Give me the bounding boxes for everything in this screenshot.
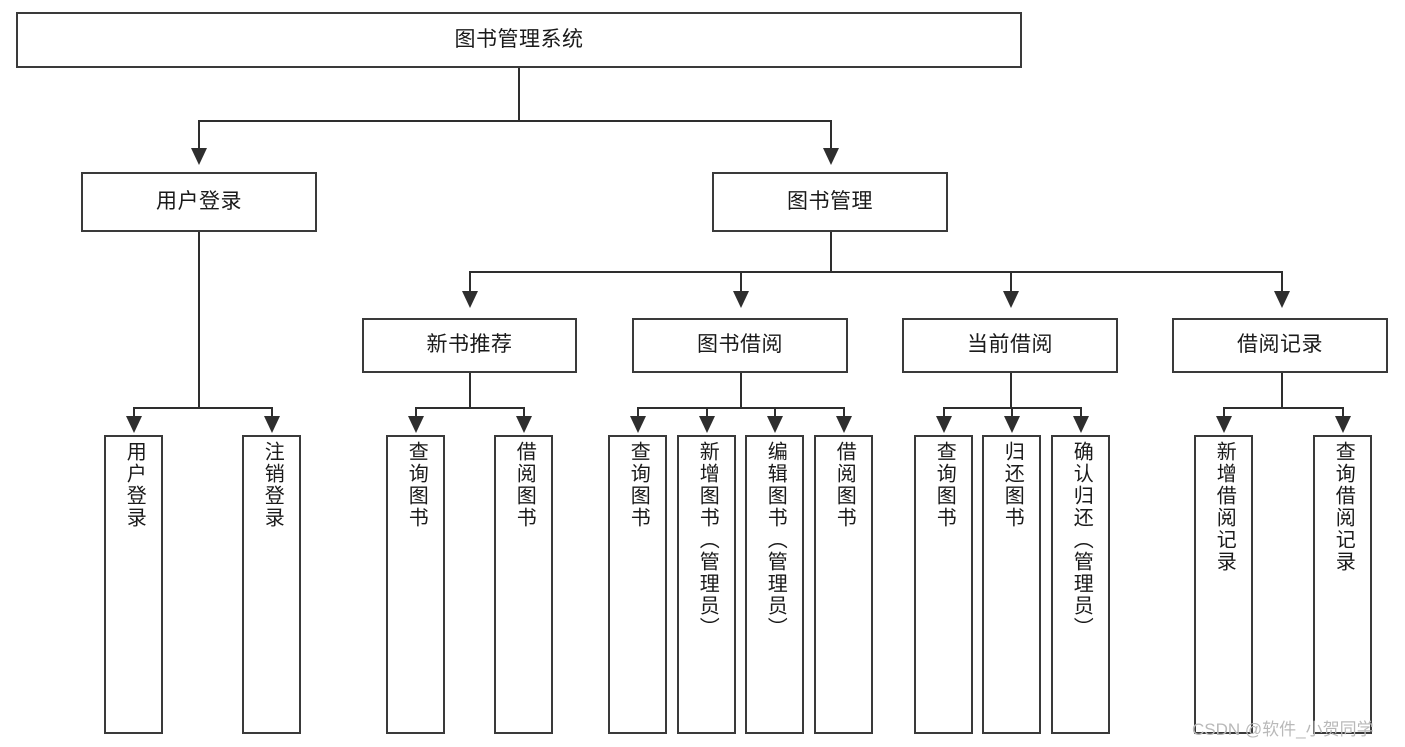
connector-bb-to-leaf-3 [843,407,845,418]
arrow-br-to-leaf-0 [1216,416,1232,433]
connector-root-to-book-management [830,120,832,150]
leaf-current-borrow-0[interactable]: 查询图书 [914,435,973,734]
connector-br-to-leaf-1 [1342,407,1344,418]
node-label: 注销登录 [261,441,284,529]
leaf-book-borrow-0[interactable]: 查询图书 [608,435,667,734]
leaf-borrow-record-0[interactable]: 新增借阅记录 [1194,435,1253,734]
connector-book-borrow-bar [637,407,843,409]
leaf-user-login-1[interactable]: 注销登录 [242,435,301,734]
node-label: 图书借阅 [697,333,783,357]
connector-user-login-to-leaf-1 [271,407,273,418]
connector-user-login-stem [198,232,200,407]
leaf-current-borrow-1[interactable]: 归还图书 [982,435,1041,734]
arrow-cb-to-leaf-2 [1073,416,1089,433]
node-label: 归还图书 [1001,441,1024,529]
node-label: 借阅图书 [513,441,536,529]
connector-bb-to-leaf-2 [774,407,776,418]
arrow-root-to-book-management [823,148,839,165]
connector-cb-to-leaf-0 [943,407,945,418]
node-label: 查询借阅记录 [1332,441,1355,573]
leaf-new-book-recommend-1[interactable]: 借阅图书 [494,435,553,734]
connector-user-login-bar [133,407,272,409]
node-label: 查询图书 [627,441,650,529]
connector-bm-to-borrow-record [1281,271,1283,293]
connector-new-book-recommend-stem [469,373,471,407]
arrow-nbr-to-leaf-0 [408,416,424,433]
arrow-nbr-to-leaf-1 [516,416,532,433]
connector-bb-to-leaf-1 [706,407,708,418]
connector-user-login-to-leaf-0 [133,407,135,418]
arrow-bm-to-current-borrow [1003,291,1019,308]
connector-bm-to-current-borrow [1010,271,1012,293]
leaf-book-borrow-3[interactable]: 借阅图书 [814,435,873,734]
arrow-user-login-to-leaf-0 [126,416,142,433]
node-label: 用户登录 [156,189,242,213]
node-label: 查询图书 [405,441,428,529]
node-current-borrow[interactable]: 当前借阅 [902,318,1118,373]
arrow-bb-to-leaf-2 [767,416,783,433]
node-user-login[interactable]: 用户登录 [81,172,317,232]
connector-bm-to-book-borrow [740,271,742,293]
arrow-root-to-user-login [191,148,207,165]
arrow-cb-to-leaf-1 [1004,416,1020,433]
arrow-bb-to-leaf-0 [630,416,646,433]
node-label: 编辑图书（管理员） [764,441,787,639]
connector-root-bar [198,120,830,122]
node-label: 用户登录 [123,441,146,529]
connector-bb-to-leaf-0 [637,407,639,418]
arrow-cb-to-leaf-0 [936,416,952,433]
node-book-management[interactable]: 图书管理 [712,172,948,232]
leaf-user-login-0[interactable]: 用户登录 [104,435,163,734]
node-label: 新书推荐 [426,333,513,357]
arrow-bm-to-borrow-record [1274,291,1290,308]
connector-bm-to-new-book-recommend [469,271,471,293]
connector-root-stem [518,68,520,120]
node-label: 查询图书 [933,441,956,529]
leaf-book-borrow-2[interactable]: 编辑图书（管理员） [745,435,804,734]
leaf-new-book-recommend-0[interactable]: 查询图书 [386,435,445,734]
leaf-current-borrow-2[interactable]: 确认归还（管理员） [1051,435,1110,734]
node-label: 新增借阅记录 [1213,441,1236,573]
connector-nbr-to-leaf-1 [523,407,525,418]
connector-cb-to-leaf-2 [1080,407,1082,418]
connector-book-management-bar [469,271,1281,273]
node-borrow-record[interactable]: 借阅记录 [1172,318,1388,373]
connector-book-borrow-stem [740,373,742,407]
connector-current-borrow-stem [1010,373,1012,407]
node-label: 确认归还（管理员） [1070,441,1093,639]
connector-book-management-stem [830,232,832,271]
node-book-borrow[interactable]: 图书借阅 [632,318,848,373]
connector-cb-to-leaf-1 [1011,407,1013,418]
connector-br-to-leaf-0 [1223,407,1225,418]
connector-root-to-user-login [198,120,200,150]
leaf-book-borrow-1[interactable]: 新增图书（管理员） [677,435,736,734]
connector-new-book-recommend-bar [415,407,523,409]
node-new-book-recommend[interactable]: 新书推荐 [362,318,577,373]
node-label: 图书管理系统 [454,27,584,51]
connector-borrow-record-bar [1223,407,1342,409]
node-label: 借阅图书 [833,441,856,529]
leaf-borrow-record-1[interactable]: 查询借阅记录 [1313,435,1372,734]
arrow-bm-to-book-borrow [733,291,749,308]
node-root-book-management-system[interactable]: 图书管理系统 [16,12,1022,68]
arrow-bb-to-leaf-3 [836,416,852,433]
node-label: 新增图书（管理员） [696,441,719,639]
connector-nbr-to-leaf-0 [415,407,417,418]
arrow-bm-to-new-book-recommend [462,291,478,308]
node-label: 借阅记录 [1237,333,1323,357]
arrow-user-login-to-leaf-1 [264,416,280,433]
node-label: 图书管理 [787,189,873,213]
arrow-br-to-leaf-1 [1335,416,1351,433]
arrow-bb-to-leaf-1 [699,416,715,433]
connector-borrow-record-stem [1281,373,1283,407]
csdn-watermark: CSDN @软件_小贺同学 [1192,720,1374,739]
node-label: 当前借阅 [967,333,1053,357]
